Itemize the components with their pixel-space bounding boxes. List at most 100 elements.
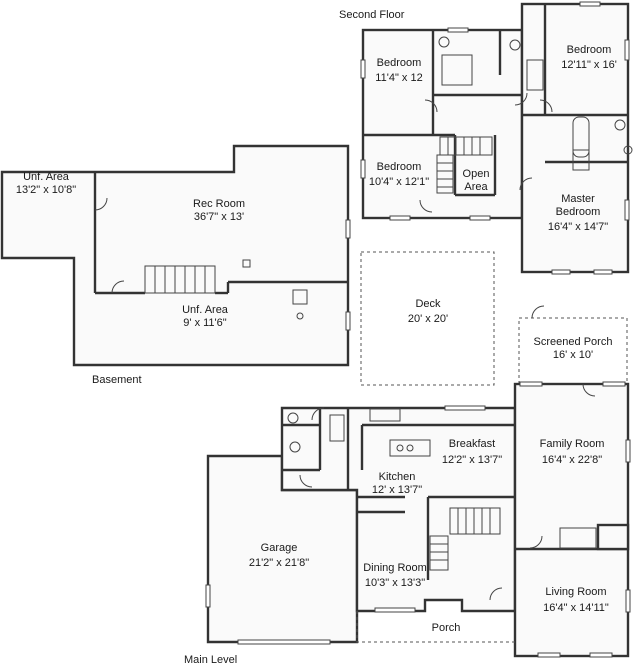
room-size: 11'4" x 12: [375, 72, 423, 84]
kitchen-sink: [369, 408, 401, 422]
room-size: 9' x 11'6": [183, 317, 227, 329]
room-name: Porch: [431, 622, 461, 634]
room-name: Garage: [260, 542, 298, 554]
window: [360, 59, 366, 79]
window: [389, 215, 411, 221]
stair: [144, 265, 216, 294]
room-label-garage: Garage 21'2" x 21'8": [249, 542, 309, 570]
window: [519, 381, 543, 387]
window: [589, 652, 613, 658]
room-size: 16'4" x 14'7": [547, 221, 609, 233]
shower: [441, 54, 473, 86]
window: [447, 27, 469, 33]
fireplace: [596, 523, 630, 551]
shower: [526, 59, 544, 91]
window: [602, 381, 626, 387]
room-label-bedroom-upper-left: Bedroom 11'4" x 12: [375, 57, 422, 85]
window: [579, 1, 601, 7]
room-size: 21'2" x 21'8": [248, 557, 310, 569]
support-post: [242, 259, 251, 268]
window: [624, 39, 630, 61]
cooktop-burner: [406, 444, 414, 452]
room-label-deck: Deck 20' x 20': [408, 298, 448, 326]
window: [625, 589, 631, 613]
room-size: 36'7" x 13': [193, 211, 245, 223]
room-label-master-bedroom: Master Bedroom 16'4" x 14'7": [543, 193, 613, 234]
second-floor-caption: Second Floor: [339, 9, 405, 21]
door-swing: [311, 407, 325, 421]
room-size: 20' x 20': [407, 313, 449, 325]
door-swing: [539, 99, 553, 113]
room-label-unf-area-left: Unf. Area 13'2" x 10'8": [16, 171, 76, 197]
basement-outline: [0, 144, 350, 367]
door-swing: [529, 535, 543, 549]
garage-door: [237, 639, 331, 645]
room-size: 16'4" x 22'8": [541, 454, 603, 466]
window: [345, 219, 351, 239]
toilet: [614, 119, 626, 131]
toilet: [438, 36, 450, 48]
deck-outline: [360, 251, 495, 386]
door-swing: [531, 305, 545, 319]
room-name: Master Bedroom: [555, 193, 601, 218]
room-label-family-room: Family Room 16'4" x 22'8": [540, 438, 605, 467]
second-floor-right-block: [520, 2, 630, 274]
laundry-sink: [287, 412, 299, 424]
kitchen-island: [389, 439, 431, 457]
door-swing: [94, 197, 108, 211]
second-floor-plan: [360, 1, 633, 275]
window: [593, 269, 613, 275]
cooktop-burner: [396, 444, 404, 452]
window: [345, 311, 351, 331]
window: [444, 405, 486, 411]
window: [537, 652, 561, 658]
room-label-kitchen: Kitchen 12' x 13'7": [372, 471, 422, 497]
room-label-open-area: Open Area: [460, 168, 492, 194]
room-label-breakfast: Breakfast 12'2" x 13'7": [442, 438, 502, 467]
door-swing: [489, 587, 503, 601]
room-size: 13'2" x 10'8": [15, 184, 77, 196]
bathtub: [572, 116, 590, 158]
door-swing: [424, 99, 438, 113]
room-name: Unf. Area: [23, 171, 69, 183]
room-name: Screened Porch: [533, 336, 613, 348]
refrigerator: [329, 414, 345, 442]
window: [205, 584, 211, 608]
window: [360, 159, 366, 179]
room-label-dining-room: Dining Room 10'3" x 13'3": [363, 562, 427, 590]
room-size: 12' x 13'7": [371, 484, 423, 496]
door-swing: [111, 280, 125, 294]
room-size: 12'11" x 16': [561, 59, 617, 71]
room-name: Bedroom: [566, 44, 612, 56]
room-label-porch: Porch: [432, 622, 461, 635]
room-label-unf-area-lower: Unf. Area 9' x 11'6": [182, 304, 228, 330]
sink: [623, 145, 633, 155]
toilet: [289, 441, 301, 453]
basement-caption: Basement: [92, 374, 142, 386]
room-name: Bedroom: [376, 161, 422, 173]
room-size: 16' x 10': [552, 349, 594, 361]
room-label-bedroom-lower-left: Bedroom 10'4" x 12'1": [369, 161, 429, 189]
room-label-rec-room: Rec Room 36'7" x 13': [193, 198, 245, 224]
door-swing: [514, 92, 528, 106]
shower: [572, 149, 590, 171]
room-size: 12'2" x 13'7": [441, 454, 503, 466]
window: [374, 607, 416, 613]
toilet: [509, 39, 521, 51]
family-living-outline: [513, 382, 630, 658]
door-swing: [419, 199, 433, 213]
window: [551, 269, 571, 275]
window: [624, 199, 630, 221]
room-label-screened-porch: Screened Porch 16' x 10': [534, 336, 613, 362]
room-label-bedroom-upper-right: Bedroom 12'11" x 16': [561, 44, 617, 72]
basement-plan: [0, 144, 351, 367]
main-level-plan: [205, 381, 631, 658]
room-name: Rec Room: [193, 198, 245, 210]
room-size: 10'4" x 12'1": [368, 176, 430, 188]
room-name: Kitchen: [378, 471, 416, 483]
room-name: Deck: [415, 298, 441, 310]
main-level-caption: Main Level: [184, 654, 238, 666]
porch-outline: [356, 611, 515, 643]
water-heater: [296, 312, 304, 320]
